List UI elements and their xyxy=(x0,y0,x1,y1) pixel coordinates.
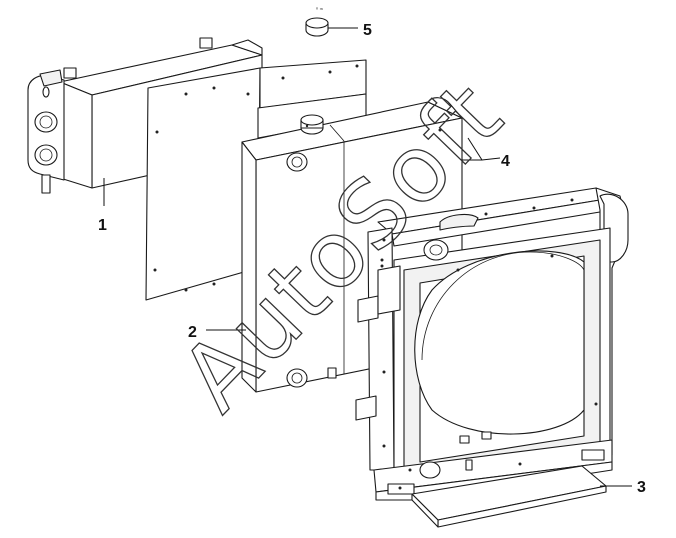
part-5-cap xyxy=(305,17,329,37)
callout-4: 4 xyxy=(501,153,510,170)
header-mark: ⁿ ≈ xyxy=(316,6,324,13)
leader-lines xyxy=(103,27,632,487)
callout-1: 1 xyxy=(98,217,107,234)
callout-2: 2 xyxy=(188,324,197,341)
callout-3: 3 xyxy=(637,479,646,496)
part-4-fan-shroud xyxy=(355,187,629,501)
callout-5: 5 xyxy=(363,22,372,39)
